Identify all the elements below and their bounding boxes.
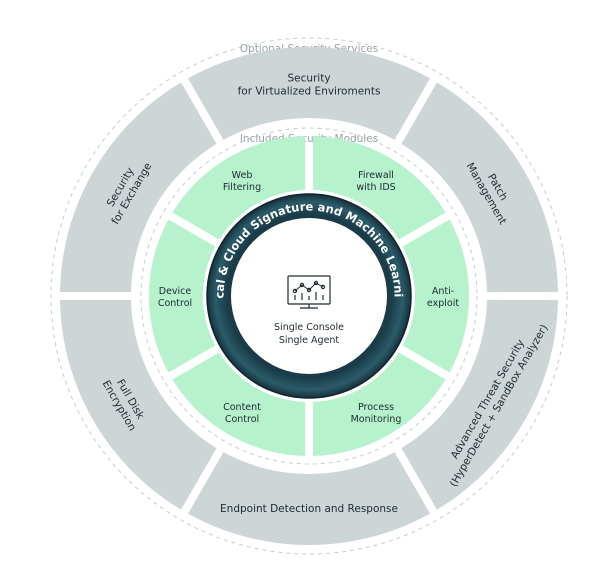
label-web-filtering-line-0: Web <box>232 170 253 181</box>
segment-content-control <box>172 352 305 456</box>
segment-device-control <box>148 219 216 373</box>
segment-advanced-threat <box>401 300 558 510</box>
label-process-monitoring-line-1: Monitoring <box>351 414 402 425</box>
segment-full-disk <box>60 300 217 510</box>
core-ring-edge <box>206 193 412 399</box>
dashboard-monitor-icon <box>287 275 331 309</box>
label-edr-line-0: Endpoint Detection and Response <box>220 503 398 515</box>
label-device-control-line-1: Control <box>158 298 192 309</box>
segment-firewall <box>313 136 446 240</box>
label-anti-exploit-line-1: exploit <box>427 298 459 309</box>
label-virtualized-line-0: Security <box>287 73 330 85</box>
label-edr: Endpoint Detection and Response <box>220 503 398 515</box>
label-content-control-line-1: Control <box>225 414 259 425</box>
center-label-agent: Single Agent <box>279 335 340 346</box>
segment-exchange <box>60 82 217 292</box>
segment-anti-exploit <box>402 219 470 373</box>
segment-web-filtering <box>172 136 305 240</box>
segment-patch <box>401 82 558 292</box>
label-anti-exploit-line-0: Anti- <box>432 286 454 297</box>
outer-dashed-ring <box>50 37 568 555</box>
inner-ring-caption: Included Security Modules <box>240 133 378 145</box>
label-firewall-line-1: with IDS <box>356 182 395 193</box>
segment-edr <box>187 452 431 546</box>
label-anti-exploit: Anti-exploit <box>427 286 459 309</box>
label-firewall-line-0: Firewall <box>358 170 394 181</box>
label-web-filtering-line-1: Filtering <box>223 182 261 193</box>
segment-virtualized <box>187 46 431 140</box>
segment-process-monitoring <box>313 352 446 456</box>
center-label-console: Single Console <box>274 322 344 333</box>
label-content-control-line-0: Content <box>223 402 261 413</box>
label-device-control-line-0: Device <box>159 286 192 297</box>
label-process-monitoring-line-0: Process <box>358 402 394 413</box>
inner-dashed-ring <box>140 127 478 465</box>
label-virtualized-line-1: for Virtualized Enviroments <box>238 86 381 98</box>
